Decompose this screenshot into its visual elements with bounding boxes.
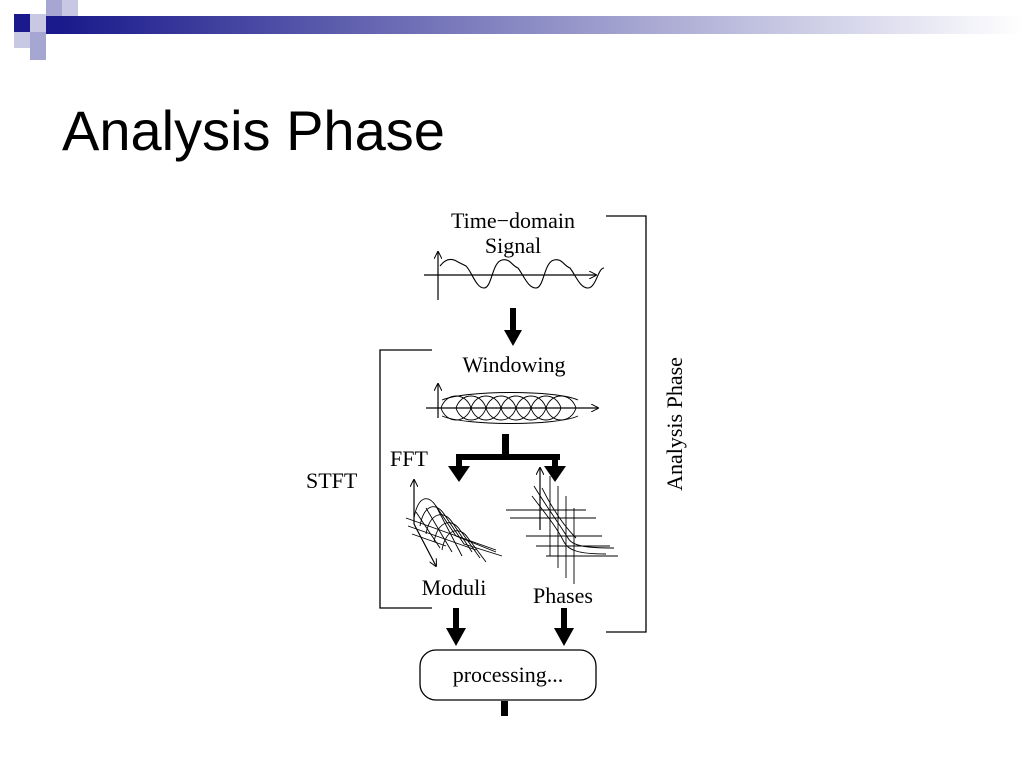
processing-box xyxy=(419,649,597,701)
time-domain-signal-plot xyxy=(424,252,605,300)
checker-square xyxy=(30,32,46,48)
signal-waveform xyxy=(439,258,605,289)
stft-label: STFT xyxy=(306,468,358,493)
phases-plot xyxy=(506,468,618,584)
analysis-phase-label: Analysis Phase xyxy=(662,357,687,491)
checker-square xyxy=(14,14,32,32)
moduli-depth-axis xyxy=(413,523,436,566)
slide-title: Analysis Phase xyxy=(62,99,445,162)
fft-split-arrows xyxy=(448,434,566,482)
fft-label: FFT xyxy=(390,446,428,471)
header-decoration xyxy=(14,0,1024,60)
processing-output-arrow xyxy=(501,701,508,716)
windowing-plot xyxy=(426,384,598,424)
checker-square xyxy=(14,32,30,48)
windowing-label: Windowing xyxy=(463,352,566,377)
arrows-to-processing xyxy=(446,608,574,646)
signal-label-line2: Signal xyxy=(485,233,541,258)
checker-square xyxy=(46,0,62,16)
moduli-plot xyxy=(405,480,503,566)
arrow-to-windowing xyxy=(504,308,522,346)
analysis-phase-bracket xyxy=(606,215,647,633)
checker-square xyxy=(46,16,62,34)
moduli-label: Moduli xyxy=(422,575,487,600)
checker-square xyxy=(62,0,78,16)
checker-square xyxy=(30,14,46,32)
header-gradient-bar xyxy=(62,16,1024,34)
signal-label-line1: Time−domain xyxy=(451,208,575,233)
processing-label: processing... xyxy=(453,662,564,687)
analysis-phase-diagram: Time−domain Signal Windowing FF xyxy=(306,208,687,716)
checker-square xyxy=(30,48,46,60)
phases-label: Phases xyxy=(533,583,593,608)
stft-bracket xyxy=(379,349,432,609)
